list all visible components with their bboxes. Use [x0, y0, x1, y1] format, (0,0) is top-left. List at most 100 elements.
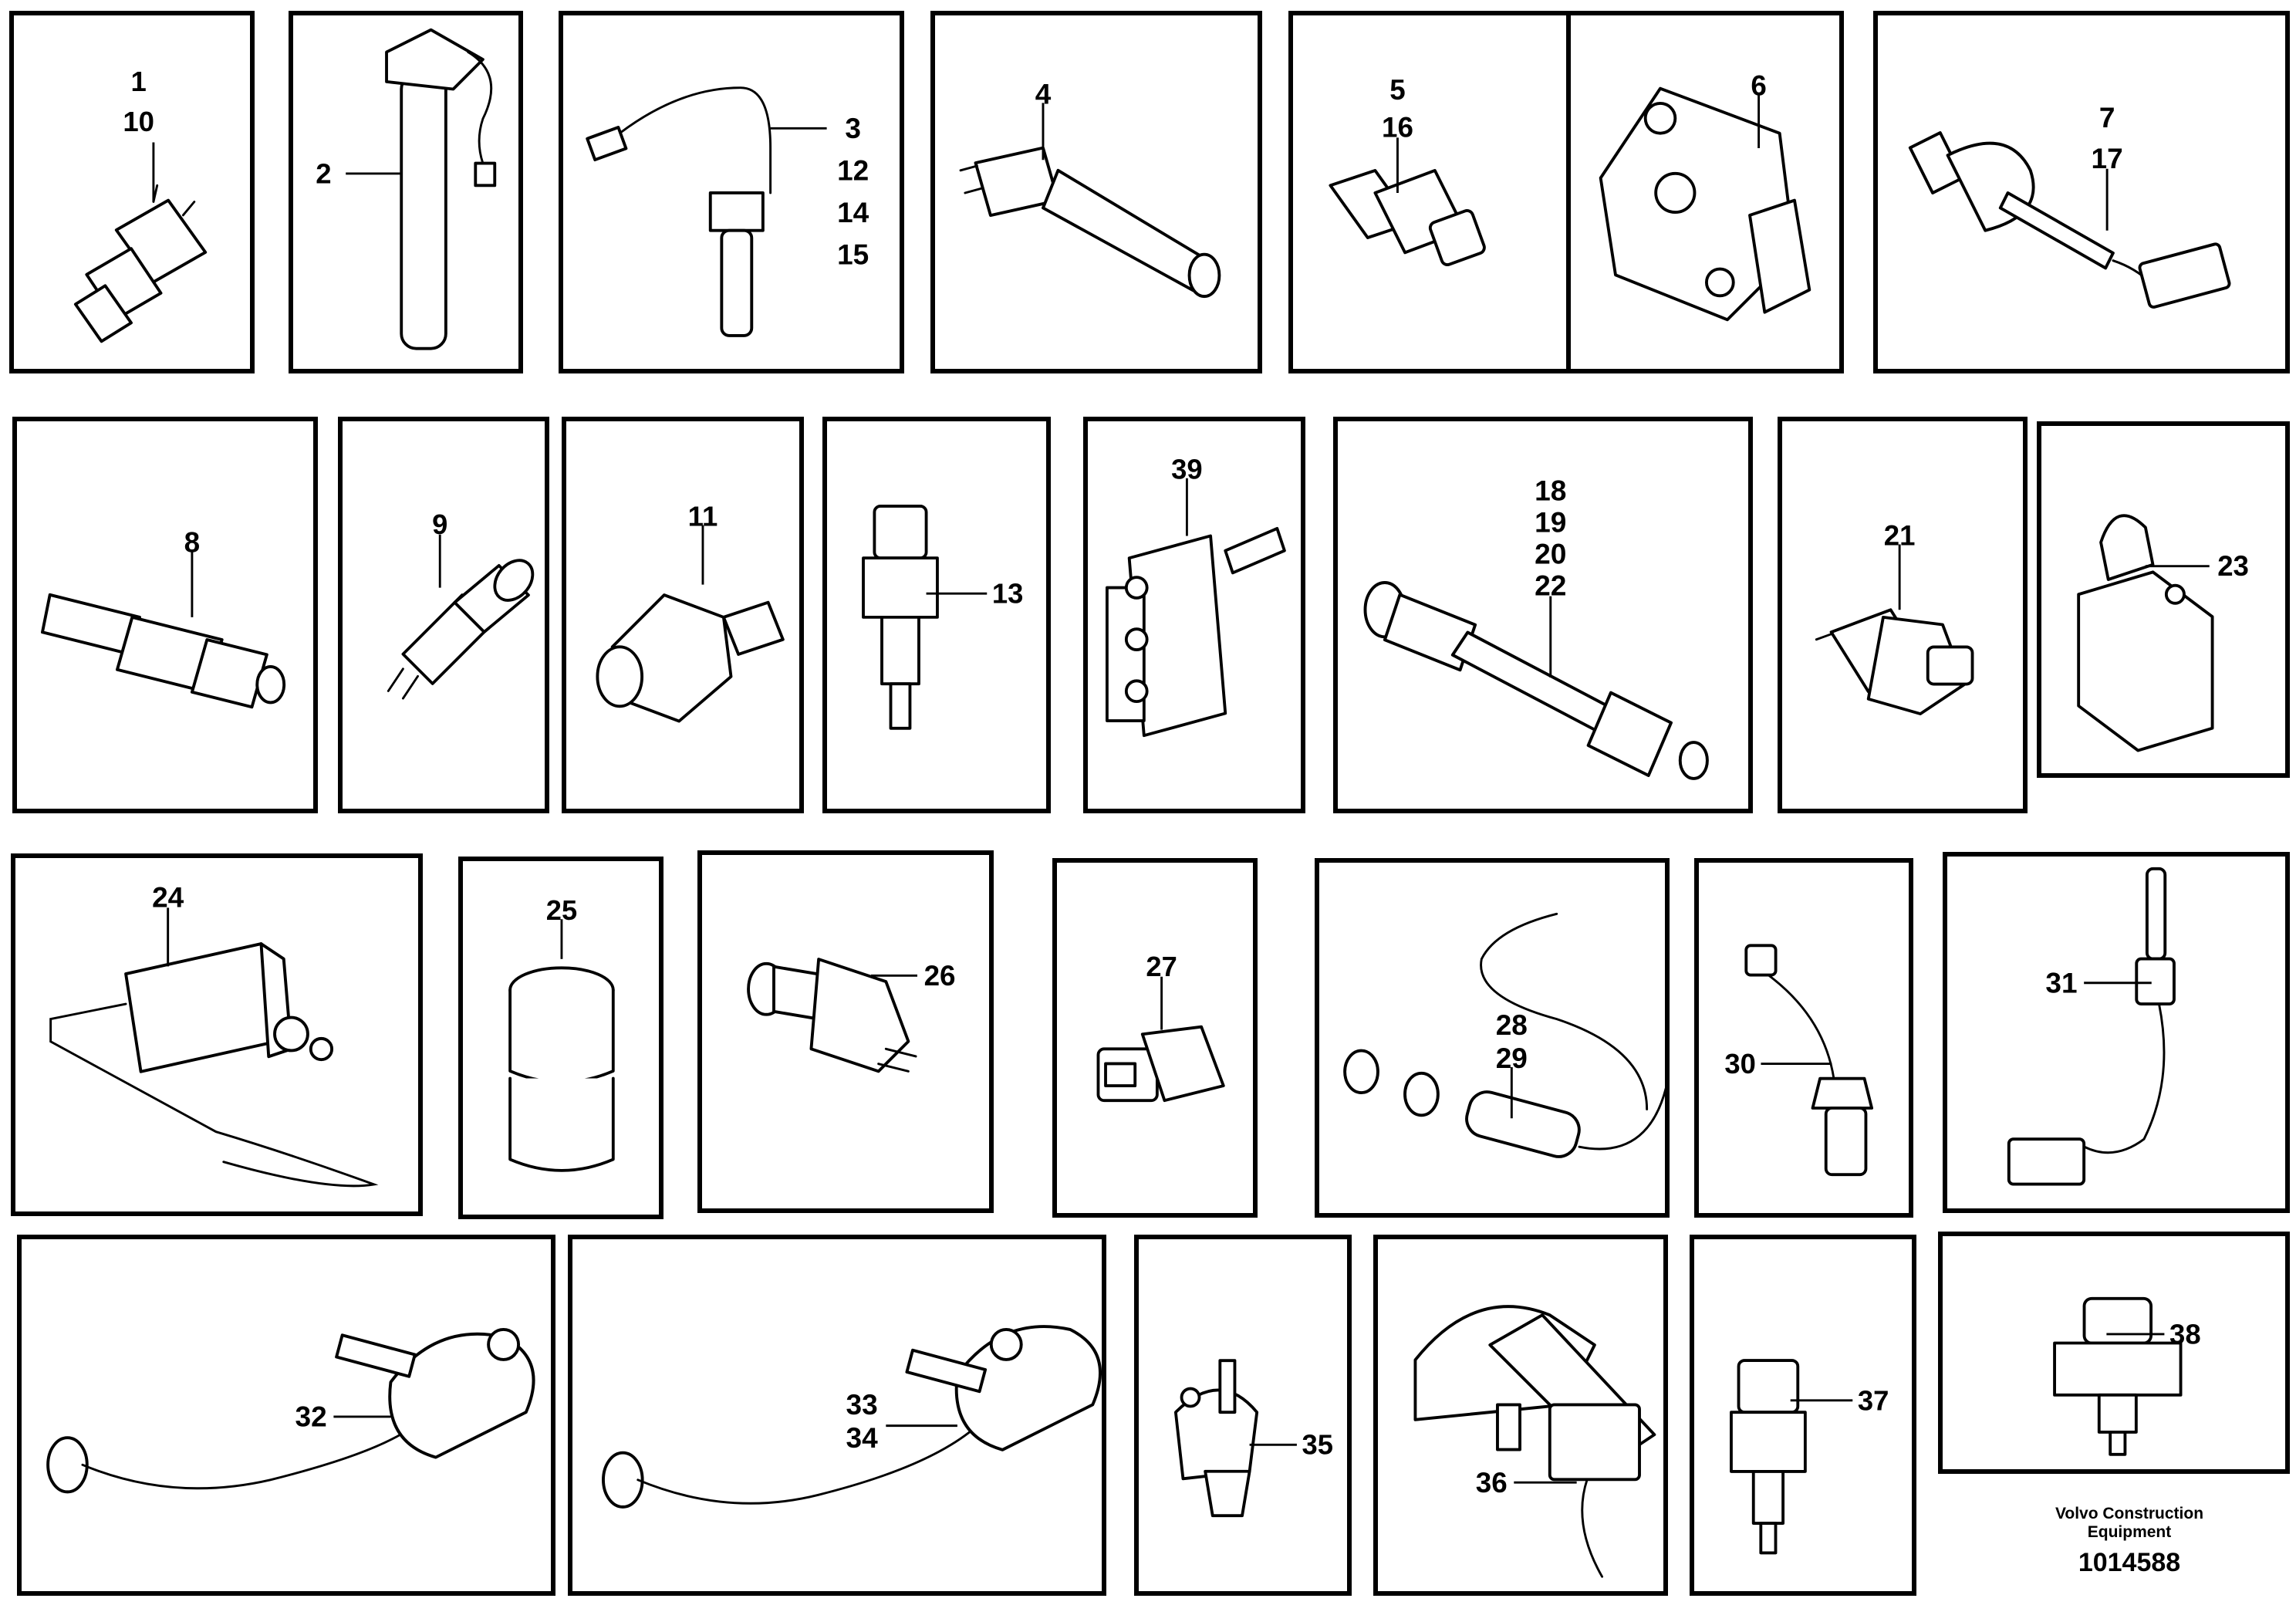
callout-number-17: 17	[2092, 142, 2123, 174]
part-illustration	[2077, 514, 2214, 752]
callout-number-28: 28	[1496, 1009, 1528, 1041]
part-drawing: 30	[1724, 944, 1874, 1177]
part-illustration	[49, 942, 379, 1188]
callout-number-14: 14	[837, 197, 869, 228]
callout-number-3: 3	[845, 113, 861, 144]
part-drawing: 38	[2053, 1296, 2201, 1456]
callout-number-32: 32	[295, 1401, 327, 1433]
part-illustration	[2053, 1296, 2183, 1456]
part-cell-8: 8	[12, 417, 318, 813]
part-illustration	[1908, 131, 2231, 309]
callout-number-39: 39	[1171, 454, 1203, 485]
brand-text: Volvo Construction Equipment	[1975, 1505, 2284, 1542]
part-illustration	[1744, 944, 1874, 1177]
part-cell-36: 36	[1373, 1235, 1668, 1596]
callout-number-26: 26	[924, 960, 956, 992]
part-illustration	[2007, 867, 2176, 1186]
part-drawing: 516	[1329, 74, 1486, 266]
document-number: 1014588	[2078, 1548, 2181, 1577]
callout-number-36: 36	[1476, 1467, 1508, 1499]
callout-number-12: 12	[837, 154, 869, 186]
part-drawing: 3 12 14 15	[586, 86, 869, 337]
part-cell-39: 39	[1083, 417, 1305, 813]
part-illustration	[596, 593, 785, 723]
part-cell-30: 30	[1694, 858, 1913, 1218]
part-drawing: 32	[46, 1327, 535, 1494]
part-illustration	[602, 1325, 1102, 1509]
part-drawing: 11	[596, 501, 785, 723]
part-drawing: 25	[508, 894, 615, 1172]
part-drawing: 21	[1815, 519, 1974, 716]
part-cell-35: 35	[1134, 1235, 1352, 1596]
callout-number-33: 33	[846, 1388, 878, 1421]
part-illustration	[862, 505, 939, 730]
brand-line-1: Volvo Construction	[2055, 1505, 2204, 1522]
part-drawing: 36	[1413, 1305, 1656, 1578]
part-drawing: 8	[41, 527, 286, 709]
part-illustration	[959, 146, 1221, 299]
part-cell-31: 31	[1943, 852, 2290, 1213]
callout-number-23: 23	[2217, 550, 2249, 582]
callout-number-8: 8	[184, 527, 200, 559]
part-drawing: 26	[747, 958, 956, 1073]
part-drawing: 717	[1908, 101, 2231, 309]
part-illustration	[1173, 1359, 1259, 1518]
callout-number-9: 9	[432, 509, 447, 540]
part-illustration	[508, 966, 615, 1172]
callout-number-15: 15	[837, 238, 869, 270]
part-illustration	[1363, 581, 1709, 780]
callout-number-2: 2	[316, 157, 331, 189]
part-drawing: 31	[2007, 867, 2176, 1186]
callout-number-27: 27	[1146, 951, 1177, 982]
callout-number-6: 6	[1751, 69, 1766, 101]
part-cell-27: 27	[1052, 858, 1258, 1218]
part-cell-32: 32	[17, 1235, 555, 1596]
callout-number-16: 16	[1382, 111, 1413, 143]
part-cell-11: 11	[562, 417, 804, 813]
callout-number-18: 18	[1535, 475, 1566, 507]
part-illustration	[1096, 1025, 1225, 1103]
part-drawing: 35	[1173, 1359, 1333, 1518]
part-cell-6: 6	[1566, 11, 1844, 373]
part-cell-3: 3 12 14 15	[559, 11, 904, 373]
part-illustration	[1343, 912, 1665, 1158]
part-drawing: 13	[862, 505, 1024, 730]
callout-number-10: 10	[123, 106, 154, 137]
callout-number-24: 24	[152, 880, 184, 913]
part-illustration	[586, 86, 772, 337]
part-illustration	[46, 1327, 535, 1494]
callout-number-30: 30	[1724, 1048, 1755, 1080]
callout-number-20: 20	[1535, 538, 1566, 570]
part-cell-21: 21	[1778, 417, 2028, 813]
callout-number-13: 13	[992, 578, 1024, 610]
part-illustration	[1815, 608, 1974, 716]
part-drawing: 39	[1106, 454, 1286, 738]
callout-number-29: 29	[1496, 1042, 1528, 1074]
part-drawing: 9	[387, 509, 535, 700]
part-drawing: 37	[1730, 1359, 1889, 1555]
part-illustration	[41, 593, 286, 709]
part-illustration	[1730, 1359, 1807, 1555]
part-illustration	[1599, 86, 1811, 322]
part-cell-25: 25	[458, 857, 663, 1219]
part-cell-38: 38	[1938, 1232, 2290, 1474]
callout-number-37: 37	[1858, 1384, 1889, 1416]
part-drawing: 23	[2077, 514, 2249, 752]
callout-number-1: 1	[130, 66, 146, 97]
callout-number-38: 38	[2169, 1318, 2201, 1350]
part-illustration	[387, 559, 535, 700]
part-cell-2: 2	[289, 11, 523, 373]
brand-line-2: Equipment	[2087, 1523, 2172, 1541]
part-cell-26: 26	[697, 850, 994, 1213]
callout-number-11: 11	[688, 501, 718, 532]
part-illustration	[385, 28, 497, 350]
part-drawing: 2	[316, 28, 497, 350]
